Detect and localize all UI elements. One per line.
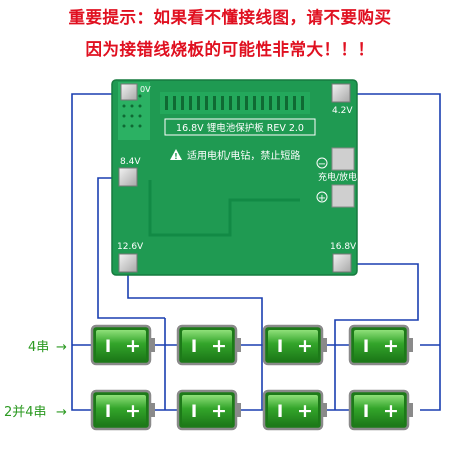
battery-cell: I+	[176, 324, 241, 366]
battery-fill	[268, 395, 318, 425]
battery-cap	[322, 338, 327, 352]
wire-16-8v	[334, 263, 419, 410]
battery-cap	[236, 338, 241, 352]
wire-4-2v	[340, 93, 441, 411]
pcb-trace	[148, 180, 300, 237]
battery-pos-label: +	[297, 335, 313, 357]
warning-line-1: 重要提示：如果看不懂接线图，请不要购买	[68, 8, 392, 27]
pad-0v	[120, 83, 138, 101]
battery-cap	[150, 403, 155, 417]
battery-cell: I+	[262, 389, 327, 431]
battery-neg-label: I	[277, 337, 283, 357]
battery-cell: I+	[90, 389, 155, 431]
battery-pos-label: +	[383, 400, 399, 422]
warning-triangle-icon	[170, 149, 182, 160]
battery-pos-label: +	[383, 335, 399, 357]
minus-sign: −	[318, 159, 326, 170]
pad-8-4v	[118, 167, 138, 187]
component-dots	[165, 96, 304, 110]
battery-cell: I+	[176, 389, 241, 431]
battery-pos-label: +	[211, 400, 227, 422]
battery-pos-label: +	[297, 400, 313, 422]
battery-cap	[408, 403, 413, 417]
battery-cell: I+	[90, 324, 155, 366]
warning-line-2: 因为接错线烧板的可能性非常大！！！	[85, 40, 375, 59]
battery-neg-label: I	[105, 402, 111, 422]
pad-4-2v	[331, 83, 351, 103]
row1-arrow: →	[56, 340, 67, 355]
charge-pad-plus	[331, 184, 355, 208]
battery-cell: I+	[348, 324, 413, 366]
battery-cell: I+	[262, 324, 327, 366]
row2-label: 2并4串	[4, 405, 47, 420]
battery-pos-label: +	[125, 400, 141, 422]
battery-fill	[268, 330, 318, 360]
plus-terminal-icon	[316, 191, 328, 203]
battery-cap	[322, 403, 327, 417]
board-title: 16.8V 锂电池保护板 REV 2.0	[176, 122, 304, 134]
battery-fill	[96, 330, 146, 360]
battery-fill	[182, 395, 232, 425]
protection-board: 16.8V 锂电池保护板 REV 2.0 ! 适用电机/电钻，禁止短路 − 充电…	[111, 79, 358, 276]
row1-label: 4串	[28, 340, 49, 355]
row2-arrow: →	[56, 405, 67, 420]
pad-12-6v-label: 12.6V	[117, 242, 144, 252]
wire-0v	[71, 93, 128, 411]
battery-cap	[236, 403, 241, 417]
battery-cap	[150, 338, 155, 352]
pad-4-2v-label: 4.2V	[332, 106, 353, 116]
battery-neg-label: I	[363, 402, 369, 422]
battery-cap	[408, 338, 413, 352]
battery-pos-label: +	[211, 335, 227, 357]
battery-fill	[354, 330, 404, 360]
battery-fill	[96, 395, 146, 425]
wire-12-6v	[127, 268, 263, 410]
battery-cells: I+I+I+I+I+I+I+I+	[90, 324, 413, 431]
battery-neg-label: I	[191, 337, 197, 357]
minus-terminal-icon	[316, 157, 328, 169]
battery-fill	[182, 330, 232, 360]
plus-sign: +	[318, 193, 326, 204]
pad-8-4v-label: 8.4V	[120, 157, 141, 167]
battery-fill	[354, 395, 404, 425]
pad-16-8v-label: 16.8V	[330, 242, 357, 252]
battery-neg-label: I	[363, 337, 369, 357]
battery-neg-label: I	[191, 402, 197, 422]
battery-neg-label: I	[105, 337, 111, 357]
pad-16-8v	[332, 253, 352, 273]
pcb-body	[111, 79, 358, 276]
board-notice: 适用电机/电钻，禁止短路	[187, 149, 300, 162]
pad-12-6v	[118, 253, 138, 273]
exclamation-icon: !	[174, 152, 178, 161]
board-title-box	[164, 118, 316, 136]
battery-neg-label: I	[277, 402, 283, 422]
charge-pad-minus	[331, 147, 355, 171]
pad-0v-label: 0V	[140, 85, 151, 94]
charge-discharge-label: 充电/放电	[318, 171, 357, 183]
battery-pos-label: +	[125, 335, 141, 357]
battery-cell: I+	[348, 389, 413, 431]
